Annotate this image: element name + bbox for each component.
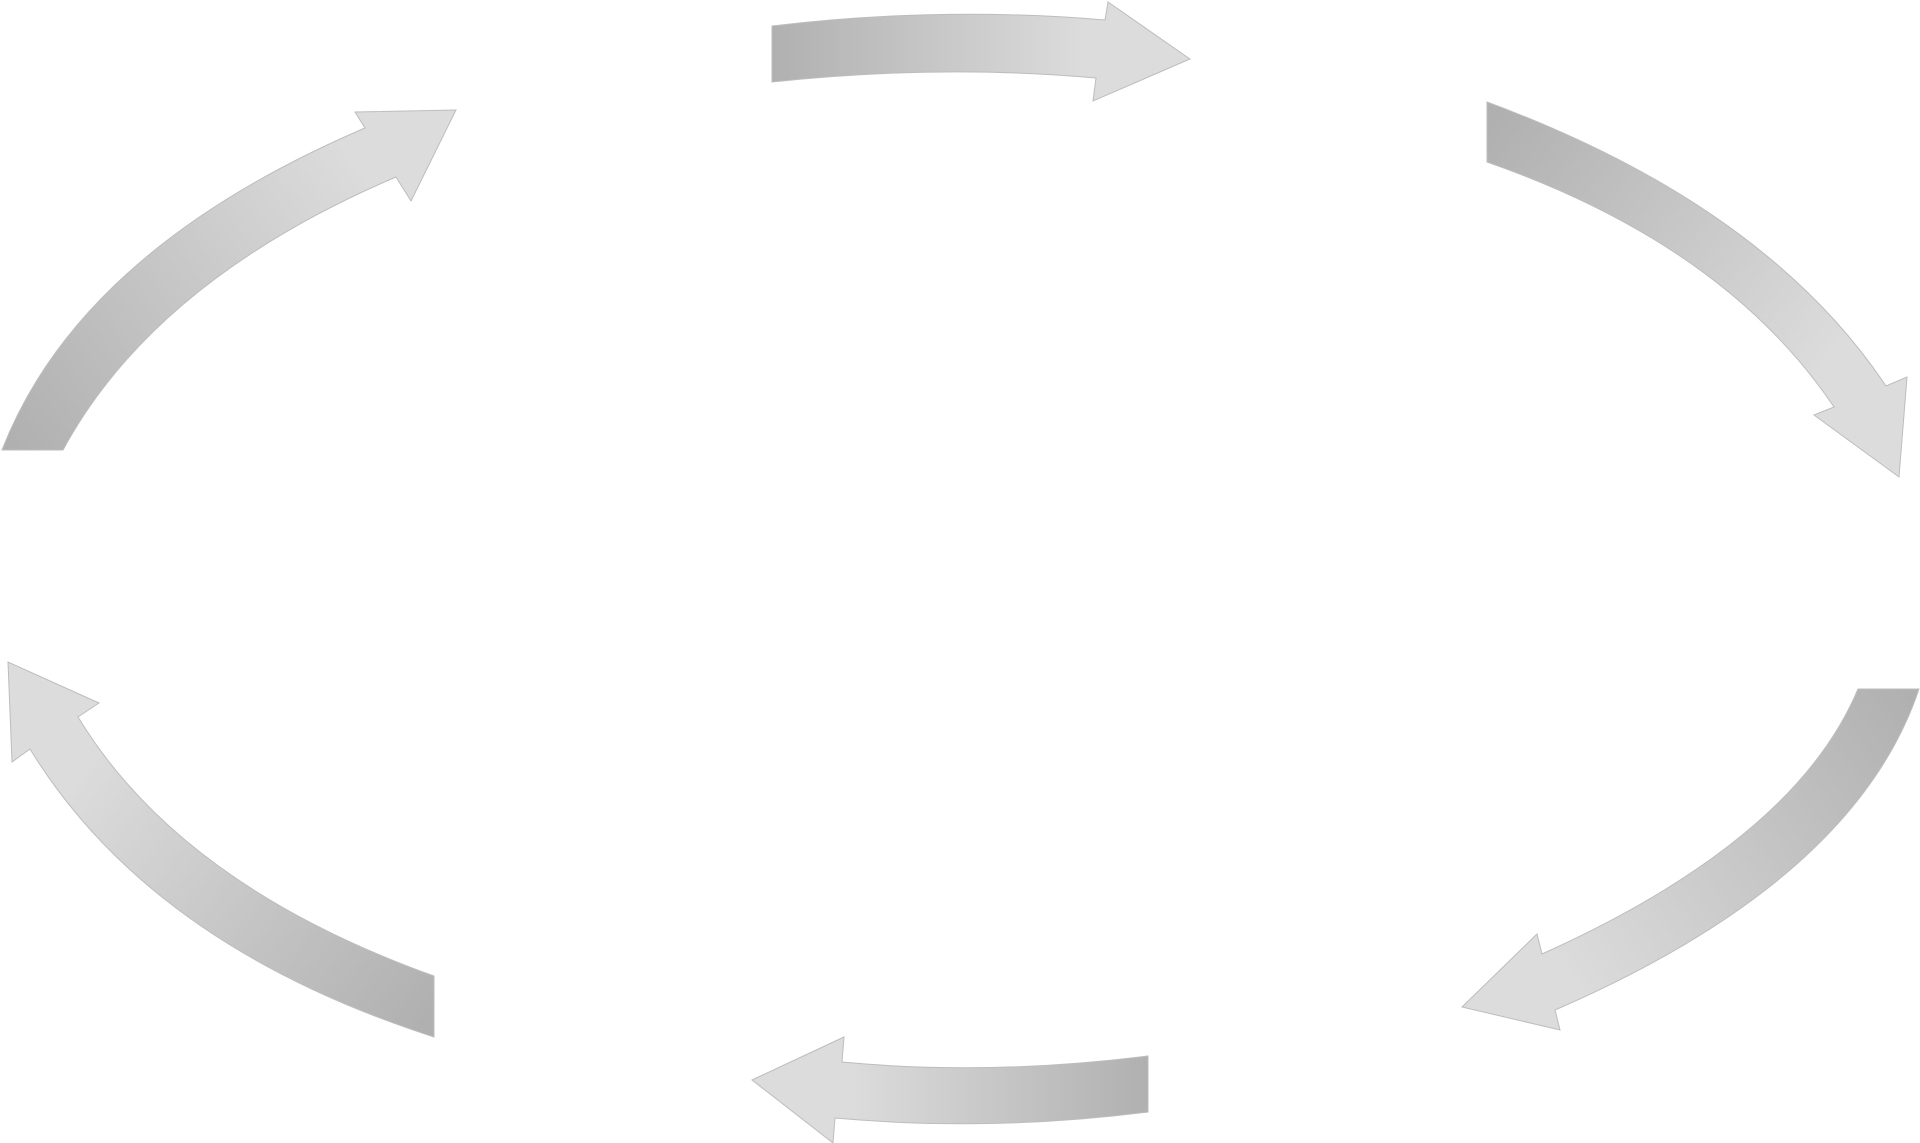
cycle-arrow-bottom: [751, 1036, 1149, 1143]
cycle-arrow-lower-right: [1460, 688, 1920, 1031]
cycle-arrow-upper-left: [1, 109, 457, 451]
cycle-arrow-upper-right: [1486, 101, 1908, 478]
cycle-arrow-lower-left: [7, 661, 435, 1038]
cycle-arrow-top: [771, 1, 1192, 102]
